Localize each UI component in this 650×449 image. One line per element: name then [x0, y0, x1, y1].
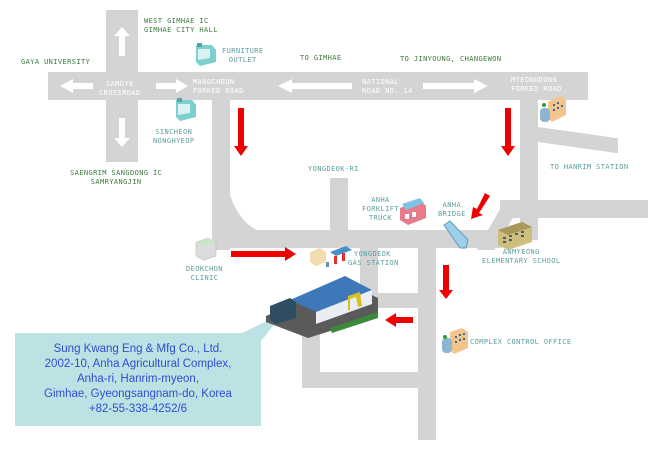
label-line: ANMYEONG — [502, 248, 540, 256]
label-to-jinyoung: TO JINYOUNG, CHANGEWON — [400, 55, 502, 63]
road-gas-station-spur — [360, 248, 378, 298]
anha-forklift-icon — [400, 198, 426, 225]
label-line: BRIDGE — [438, 210, 466, 218]
label-myeongdong-forked-road: MYEONGDONG FORKED ROAD — [511, 76, 562, 94]
label-national-road-14: NATIONAL ROAD NO. 14 — [362, 78, 413, 96]
label-line: WEST GIMHAE IC — [144, 17, 209, 25]
arrow-red-down-myeongdong — [501, 108, 515, 156]
company-address-line-2: Anha-ri, Hanrim-myeon, — [76, 373, 200, 385]
label-line: SAMRYANGJIN — [90, 178, 142, 186]
label-saengrim-sangdong-ic: SAENGRIM SANGDONG IC SAMRYANGJIN — [70, 169, 162, 187]
red-arrows — [231, 108, 515, 327]
label-sincheon-nonghyeop: SINCHEON NONGHYEOP — [153, 128, 195, 146]
arrow-right-jinyoung — [423, 79, 488, 93]
label-samgye-crossroad: SAMGYE CROSSROAD — [99, 80, 141, 98]
label-line: FORKED ROAD — [511, 85, 562, 93]
label-line: FORKLIFT — [362, 205, 399, 213]
label-to-hanrim-station: TO HANRIM STATION — [550, 163, 629, 171]
label-line: FORKED ROAD — [193, 87, 244, 95]
arrow-right-mangcheon — [156, 79, 188, 93]
label-line: MANGCHEON — [193, 78, 235, 86]
label-line: SAMGYE — [105, 80, 134, 88]
label-line: NONGHYEOP — [153, 137, 195, 145]
label-yongdeok-gas-station: YONGDEOK GAS STATION — [348, 250, 399, 268]
furniture-outlet-icon — [196, 43, 216, 66]
road-complex-main — [418, 240, 436, 440]
white-arrows — [60, 27, 488, 147]
label-line: MYEONGDONG — [511, 76, 558, 84]
arrow-left-national — [278, 79, 352, 93]
sincheon-nonghyeop-icon — [176, 98, 196, 121]
label-line: FURNITURE — [222, 47, 264, 55]
label-complex-control-office: COMPLEX CONTROL OFFICE — [470, 338, 572, 346]
label-line: GIMHAE CITY HALL — [144, 26, 218, 34]
arrow-left-gaya — [60, 79, 93, 93]
road-yongdeok-ri-stub — [330, 178, 348, 233]
road-mangcheon-south — [212, 100, 230, 250]
company-address-line-3: Gimhae, Gyeongsangnam-do, Korea — [44, 388, 232, 400]
label-line: YONGDEOK — [354, 250, 391, 258]
label-line: CLINIC — [190, 274, 219, 282]
label-anha-forklift-truck: ANHA FORKLIFT TRUCK — [362, 196, 399, 223]
arrow-red-diagonal-bridge — [471, 193, 490, 219]
arrow-red-right-deokchon — [231, 247, 296, 261]
arrow-red-down-mangcheon — [234, 108, 248, 156]
control-office-icon — [442, 328, 468, 354]
factory-icon — [266, 276, 378, 338]
company-phone: +82-55-338-4252/6 — [88, 403, 188, 415]
label-line: DEOKCHON — [186, 265, 223, 273]
arrow-down-south — [114, 118, 130, 147]
label-furniture-outlet: FURNITURE OUTLET — [222, 47, 264, 65]
deokchon-clinic-icon — [195, 237, 217, 261]
label-line: SINCHEON — [155, 128, 193, 136]
label-deokchon-clinic: DEOKCHON CLINIC — [186, 265, 223, 283]
arrow-up-north — [114, 27, 130, 56]
arrow-red-left-factory — [385, 313, 413, 327]
company-info-callout: Sung Kwang Eng & Mfg Co., Ltd. 2002-10, … — [15, 333, 261, 426]
label-line: TRUCK — [368, 214, 392, 222]
label-line: CROSSROAD — [99, 89, 141, 97]
myeongdong-building-icon — [540, 96, 566, 122]
label-line: ANHA — [371, 196, 390, 204]
arrow-red-down-complex — [439, 265, 453, 299]
label-anha-bridge: ANHA BRIDGE — [438, 201, 466, 219]
label-line: ANHA — [442, 201, 462, 209]
road-complex-loop-bottom — [302, 372, 432, 388]
label-west-gimhae-ic: WEST GIMHAE IC GIMHAE CITY HALL — [144, 17, 218, 35]
label-line: GAS STATION — [348, 259, 399, 267]
label-gaya-university: GAYA UNIVERSITY — [21, 58, 91, 66]
label-line: ELEMENTARY SCHOOL — [482, 257, 561, 265]
road-curve-mangcheon — [230, 195, 262, 232]
road-school-east — [500, 200, 648, 218]
label-to-gimhae: TO GIMHAE — [300, 54, 342, 62]
road-complex-upper — [365, 293, 420, 308]
company-name: Sung Kwang Eng & Mfg Co., Ltd. — [53, 343, 223, 355]
anha-bridge-icon — [443, 220, 469, 249]
label-line: ROAD NO. 14 — [362, 87, 413, 95]
label-anmyeong-elementary-school: ANMYEONG ELEMENTARY SCHOOL — [482, 248, 560, 266]
label-mangcheon-forked-road: MANGCHEON FORKED ROAD — [193, 78, 244, 96]
company-address-line-1: 2002-10, Anha Agricultural Complex, — [44, 358, 232, 370]
gas-station-icon — [310, 246, 352, 267]
label-yongdeok-ri: YONGDEOK-RI — [308, 165, 359, 173]
label-line: OUTLET — [228, 56, 257, 64]
label-line: NATIONAL — [362, 78, 399, 86]
label-line: SAENGRIM SANGDONG IC — [70, 169, 163, 177]
anmyeong-school-icon — [498, 222, 532, 250]
